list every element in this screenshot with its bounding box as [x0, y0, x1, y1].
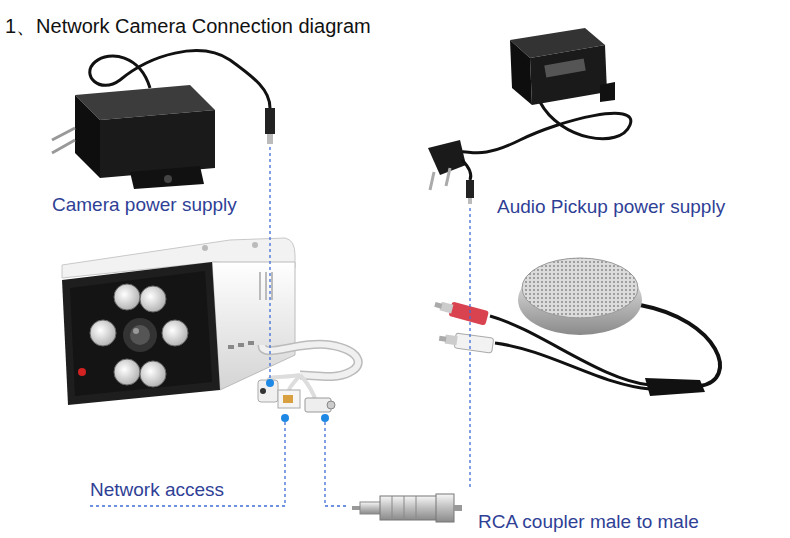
bullet-camera-part — [70, 271, 212, 396]
bullet-camera-part — [228, 345, 234, 349]
bullet-camera-part — [140, 361, 166, 387]
audio-power-adapter-part — [430, 172, 434, 190]
camera-power-adapter-part — [75, 95, 100, 178]
audio-pickup-part-part — [445, 335, 458, 346]
audio-pickup-part-part — [440, 302, 454, 314]
bullet-camera-part — [238, 343, 244, 347]
audio-pickup-part — [433, 297, 489, 325]
rca-coupler-part — [392, 496, 393, 520]
audio-pickup — [433, 258, 720, 396]
audio-pickup-part — [645, 378, 705, 396]
leader-lines-part — [269, 147, 270, 380]
audio-power-adapter-part — [460, 102, 631, 153]
bullet-camera-part — [62, 262, 220, 405]
audio-pickup-part — [640, 305, 720, 386]
audio-power-adapter-part — [466, 180, 474, 198]
audio-pickup-part-part — [434, 302, 442, 309]
rca-coupler-part — [404, 496, 405, 520]
pigtail-cable-part — [289, 375, 300, 390]
leader-lines-part — [325, 422, 348, 506]
pigtail-cable-part — [260, 388, 266, 394]
bullet-camera-part — [265, 272, 267, 300]
connection-dots-part — [321, 414, 329, 422]
part-label: Camera power supply — [52, 194, 237, 216]
bullet-camera-part — [114, 359, 140, 385]
audio-pickup-part-part — [448, 301, 489, 325]
bullet-camera-part — [212, 262, 295, 390]
audio-power-adapter-part — [600, 82, 615, 102]
rca-coupler-part — [454, 505, 462, 511]
part-label: Audio Pickup power supply — [497, 196, 725, 218]
camera-power-adapter-part — [52, 128, 75, 140]
bullet-camera-part — [259, 272, 261, 300]
bullet-camera — [62, 238, 295, 405]
audio-power-adapter-part — [428, 140, 466, 175]
rca-coupler — [352, 494, 462, 522]
audio-power-adapter-part — [468, 198, 472, 204]
diagram-title: 1、Network Camera Connection diagram — [5, 14, 371, 38]
camera-power-adapter-part — [265, 108, 275, 134]
pigtail-cable-part — [300, 375, 315, 398]
bullet-camera-part — [123, 318, 157, 352]
connection-dots-part — [281, 414, 289, 422]
pigtail-cable-part — [262, 344, 358, 376]
connection-dots — [266, 379, 329, 422]
audio-power-adapter — [428, 28, 631, 204]
bullet-camera-part — [140, 286, 166, 312]
part-label: RCA coupler male to male — [478, 511, 699, 533]
camera-power-adapter-part — [52, 140, 75, 153]
bullet-camera-part — [90, 320, 116, 346]
camera-power-adapter-part — [164, 175, 172, 183]
audio-power-adapter-part — [510, 40, 532, 105]
audio-pickup-part — [438, 331, 494, 353]
bullet-camera-part — [252, 242, 258, 248]
connection-dots-part — [266, 379, 274, 387]
bullet-camera-part — [162, 320, 188, 346]
audio-pickup-part — [495, 343, 650, 389]
audio-pickup-part-part — [454, 333, 494, 353]
pigtail-cable — [258, 344, 358, 412]
audio-power-adapter-part — [544, 59, 585, 78]
bullet-camera-part — [78, 368, 86, 376]
rca-coupler-part — [436, 494, 454, 522]
audio-power-adapter-part — [446, 168, 450, 186]
camera-power-adapter — [52, 51, 275, 189]
audio-pickup-part-part — [439, 336, 447, 342]
pigtail-cable-part — [283, 395, 293, 403]
audio-power-adapter-part — [462, 160, 471, 180]
bullet-camera-part — [133, 328, 139, 334]
bullet-camera-part — [248, 341, 254, 345]
rca-coupler-part — [360, 502, 382, 514]
pigtail-cable-part — [262, 344, 358, 376]
bullet-camera-part — [130, 325, 150, 345]
pigtail-cable-part — [327, 401, 335, 409]
leader-lines-part — [88, 422, 285, 506]
leader-lines-part — [469, 208, 470, 488]
camera-power-adapter-part — [130, 166, 204, 189]
part-label: Network access — [90, 479, 224, 501]
bullet-camera-part — [114, 284, 140, 310]
bullet-camera-part — [202, 245, 208, 251]
pigtail-cable-part — [258, 380, 278, 402]
audio-power-adapter-part — [530, 45, 607, 105]
bullet-camera-part — [271, 272, 273, 300]
rca-coupler-part — [380, 496, 438, 520]
camera-power-adapter-part — [267, 134, 273, 144]
rca-coupler-part — [416, 496, 417, 520]
audio-pickup-part — [522, 258, 638, 318]
pigtail-cable-part — [278, 390, 300, 408]
